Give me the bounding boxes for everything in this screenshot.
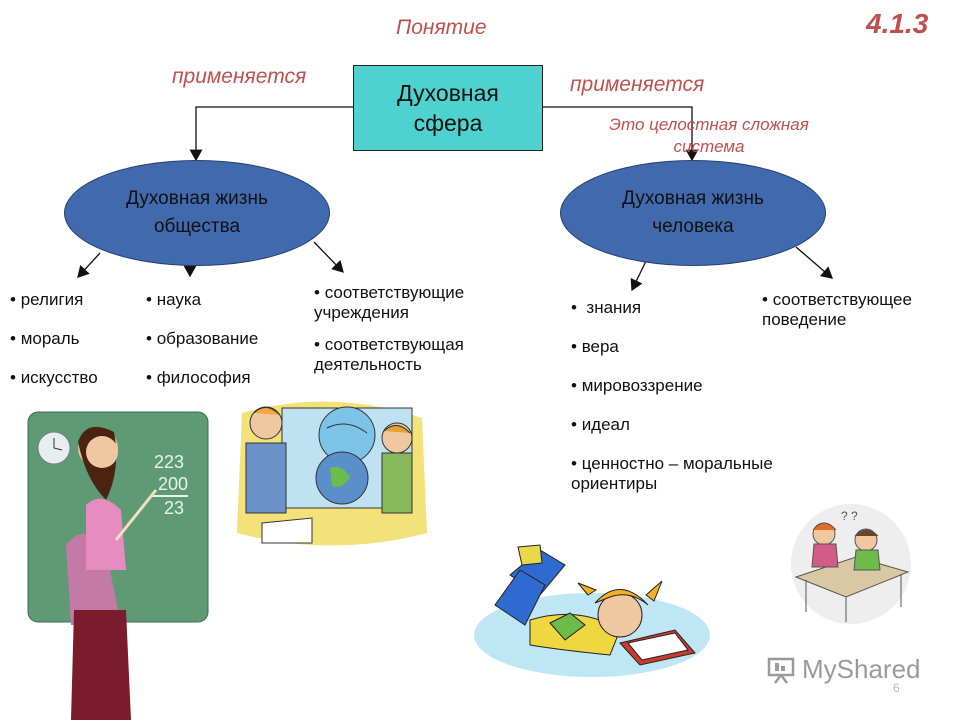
teacher-at-blackboard-illustration: 223 200 23	[27, 411, 209, 720]
girl-reading-illustration	[474, 544, 710, 677]
central-concept-box: Духовная сфера	[353, 65, 543, 151]
list-item: • религия	[10, 290, 84, 309]
list-item: • искусство	[10, 368, 98, 387]
list-item: • идеал	[571, 415, 630, 434]
list-item: • соответствующая деятельность	[314, 335, 464, 374]
right-applies-label: применяется	[570, 73, 705, 96]
svg-text:23: 23	[164, 498, 184, 518]
left-applies-label: применяется	[172, 65, 307, 88]
list-item: • образование	[146, 329, 259, 348]
society-list-col3: • соответствующие учреждения • соответст…	[314, 283, 514, 394]
presentation-board-icon	[767, 657, 795, 684]
svg-text:223: 223	[154, 452, 184, 472]
person-list-col1: • знания • вера • мировоззрение • идеал …	[571, 298, 841, 513]
watermark-logo: MyShared	[766, 654, 921, 685]
person-list-col2: • соответствующее поведение	[762, 290, 957, 349]
central-concept-line2: сфера	[413, 110, 483, 136]
person-node-line1: Духовная жизнь	[622, 188, 764, 209]
svg-text:? ?: ? ?	[841, 509, 858, 523]
arrow-to-behaviour	[795, 246, 833, 279]
right-connector-line	[543, 106, 699, 162]
svg-text:200: 200	[158, 474, 188, 494]
list-item: • соответствующие учреждения	[314, 283, 465, 322]
concept-label: Понятие	[396, 16, 487, 39]
society-node-line2: общества	[153, 216, 241, 237]
list-item: • соответствующее поведение	[762, 290, 912, 329]
list-item: • наука	[146, 290, 202, 309]
list-item: • ценностно – моральные ориентиры	[571, 454, 773, 493]
list-item: • мировоззрение	[571, 376, 703, 395]
pupils-at-desks-illustration: ? ?	[791, 504, 911, 624]
list-item: • знания	[571, 298, 642, 317]
society-list-col2: • наука • образование • философия	[146, 290, 258, 407]
left-connector-line	[189, 106, 353, 162]
society-spiritual-life-node: Духовная жизнь общества	[64, 160, 330, 266]
list-item: • вера	[571, 337, 619, 356]
list-item: • мораль	[10, 329, 80, 348]
person-spiritual-life-node: Духовная жизнь человека	[560, 160, 826, 266]
person-node-line2: человека	[652, 216, 734, 237]
society-node-line1: Духовная жизнь	[126, 188, 268, 209]
society-list-col1: • религия • мораль • искусство	[10, 290, 98, 407]
teacher-with-globe-illustration	[237, 401, 427, 546]
list-item: • философия	[146, 368, 251, 387]
definition-text: Это целостная сложная система	[609, 115, 809, 156]
page-number: 6	[893, 681, 900, 695]
slide-number: 4.1.3	[866, 8, 929, 39]
arrow-to-religion	[77, 252, 101, 278]
central-concept-line1: Духовная	[397, 80, 499, 106]
arrow-to-institutions	[313, 241, 344, 273]
arrow-to-knowledge	[630, 260, 647, 292]
watermark-brand: MyShared	[802, 654, 921, 684]
